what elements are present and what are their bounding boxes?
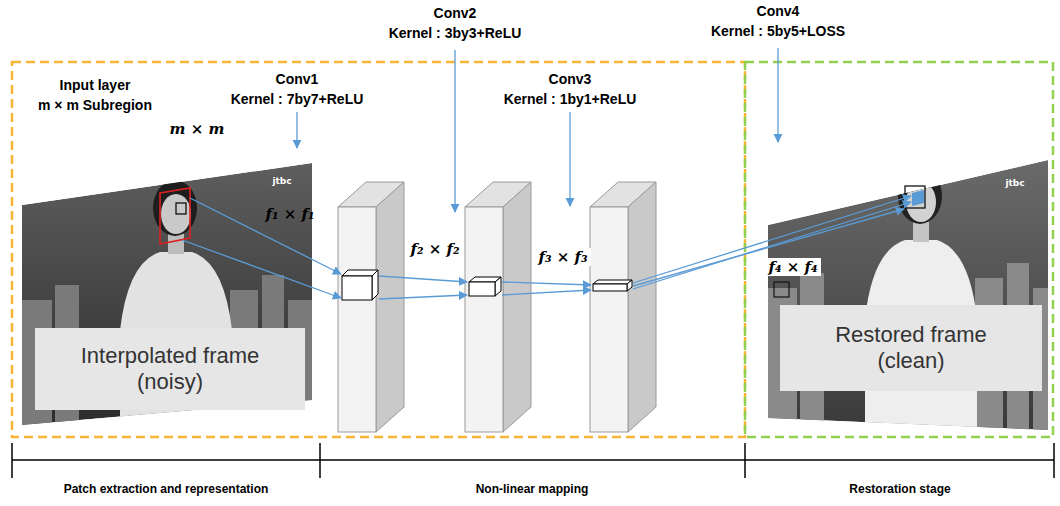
noisy-frame-image xyxy=(22,163,318,430)
watermark: jtbc xyxy=(272,176,291,187)
stage-name: Patch extraction and representation xyxy=(64,482,269,497)
watermark: jtbc xyxy=(1005,178,1024,189)
input-label: Input layer xyxy=(60,76,131,94)
stage-region xyxy=(12,62,745,437)
stage-name: Non-linear mapping xyxy=(476,482,589,497)
input-size: m × m Subregion xyxy=(38,96,152,114)
caption-text: Restored frame (clean) xyxy=(806,322,1016,375)
feature-map xyxy=(590,182,656,432)
frame-caption-box: Restored frame (clean) xyxy=(780,305,1042,391)
stage-axis xyxy=(12,443,1054,478)
flow-arrow xyxy=(182,196,911,299)
layer-name: Conv2 xyxy=(434,4,477,22)
person-figure xyxy=(865,168,977,438)
kernel-size: f₂ × f₂ xyxy=(410,240,459,258)
kernel-cube xyxy=(469,277,501,296)
patch-box xyxy=(176,203,186,214)
kernel-spec: Kernel : 5by5+LOSS xyxy=(711,22,845,40)
stage-name: Restoration stage xyxy=(849,482,950,497)
clean-frame-image xyxy=(767,160,1060,438)
layer-name: Conv4 xyxy=(757,2,800,20)
layer-name: Conv3 xyxy=(549,70,592,88)
kernel-cube xyxy=(593,280,632,291)
kernel-spec: Kernel : 3by3+ReLU xyxy=(389,24,522,42)
feature-map xyxy=(338,182,404,432)
layer-name: Conv1 xyxy=(276,70,319,88)
kernel-size: f₄ × f₄ xyxy=(765,258,820,276)
kernel-box xyxy=(774,282,789,297)
stage-region xyxy=(745,62,1053,437)
frame-caption-box: Interpolated frame (noisy) xyxy=(35,328,305,410)
patch-size: m × m xyxy=(170,120,225,138)
kernel-spec: Kernel : 1by1+ReLU xyxy=(504,90,637,108)
output-pixel xyxy=(912,190,924,206)
kernel-spec: Kernel : 7by7+ReLU xyxy=(231,90,364,108)
feature-map xyxy=(465,182,531,432)
pointer-arrow xyxy=(297,48,778,212)
kernel-size: f₁ × f₁ xyxy=(265,205,314,223)
subregion-box xyxy=(160,188,190,244)
kernel-cube xyxy=(342,270,378,300)
kernel-size: f₃ × f₃ xyxy=(535,248,590,266)
caption-text: Interpolated frame (noisy) xyxy=(65,343,275,396)
